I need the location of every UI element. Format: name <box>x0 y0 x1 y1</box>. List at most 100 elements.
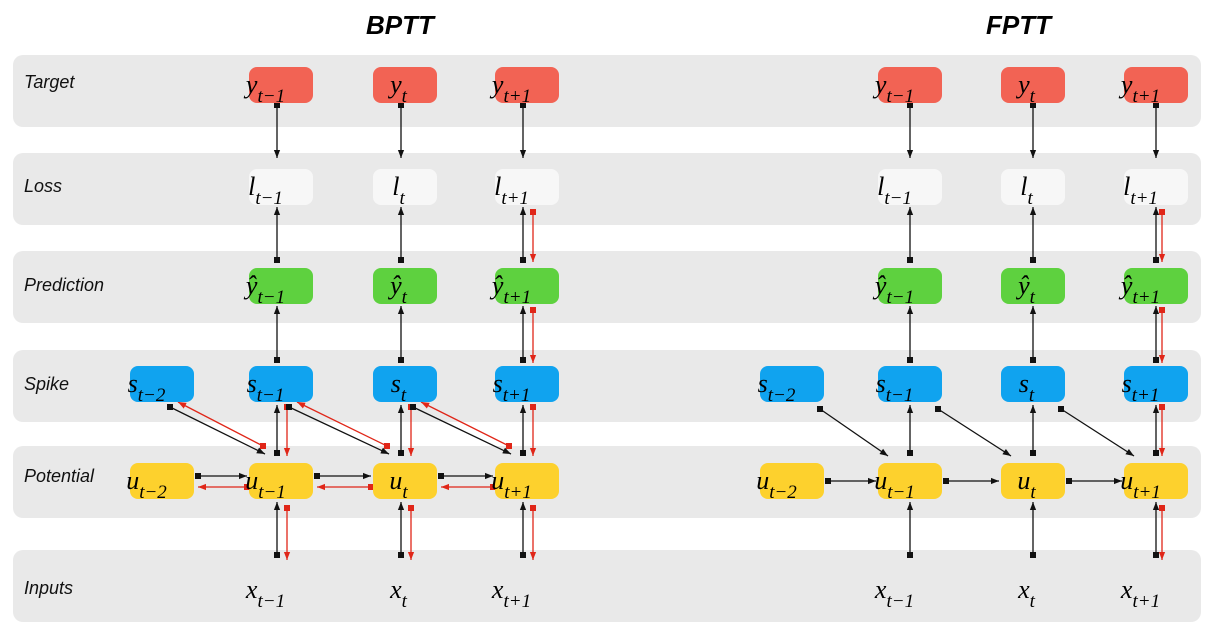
node-spike-fptt-1: st <box>1001 366 1065 406</box>
grad-pot-pot-bptt-1-origin <box>368 484 374 490</box>
node-potential-bptt-prev-box <box>130 463 194 499</box>
arrow-spike-pot-bptt-0 <box>169 406 266 455</box>
node-inputs-bptt-0: xt−1 <box>245 575 285 612</box>
node-loss-bptt-1-subscript: t <box>399 188 405 209</box>
node-target-bptt-2: yt+1 <box>489 67 559 107</box>
node-potential-bptt-2: ut+1 <box>491 463 559 503</box>
node-spike-bptt-1-box <box>373 366 437 402</box>
node-potential-fptt-0-subscript: t−1 <box>887 482 915 503</box>
row-label-target: Target <box>24 72 75 92</box>
node-spike-bptt-0: st−1 <box>247 366 313 406</box>
node-potential-bptt-1: ut <box>373 463 437 503</box>
node-potential-bptt-prev-subscript: t−2 <box>139 482 167 503</box>
node-loss-fptt-1-subscript: t <box>1027 188 1033 209</box>
grad-loss-pred-fptt-r0-origin <box>1159 209 1165 215</box>
grad-spike-spike-bptt-2-origin <box>506 443 512 449</box>
row-label-spike: Spike <box>24 374 70 394</box>
node-inputs-fptt-0: xt−1 <box>874 575 914 612</box>
arrow-pot-pot-bptt-2-origin <box>438 473 444 479</box>
node-prediction-fptt-1-box <box>1001 268 1065 304</box>
node-inputs-fptt-2-label: xt+1 <box>1120 575 1160 612</box>
node-prediction-bptt-0-label: ŷt−1 <box>243 271 285 308</box>
node-target-bptt-1: yt <box>373 67 437 107</box>
arrow-pred-loss-bptt-2-origin <box>520 257 526 263</box>
arrow-pot-spike-fptt-0-origin <box>907 450 913 456</box>
node-loss-fptt-2-box <box>1124 169 1188 205</box>
node-potential-fptt-prev: ut−2 <box>756 463 824 503</box>
node-prediction-bptt-0-box <box>249 268 313 304</box>
node-inputs-fptt-0-label: xt−1 <box>874 575 914 612</box>
node-spike-bptt-0-subscript: t−1 <box>257 385 285 406</box>
node-potential-fptt-2-subscript: t+1 <box>1133 482 1161 503</box>
node-inputs-fptt-1: xt <box>1017 575 1036 612</box>
node-spike-fptt-prev-box <box>760 366 824 402</box>
arrow-target-loss-bptt-1-origin <box>398 102 404 108</box>
arrow-pot-spike-bptt-2-origin <box>520 450 526 456</box>
arrow-spike-pred-bptt-1-origin <box>398 357 404 363</box>
node-loss-fptt-0-subscript: t−1 <box>884 188 912 209</box>
node-prediction-fptt-0: ŷt−1 <box>872 268 942 308</box>
node-spike-fptt-0: st−1 <box>876 366 942 406</box>
node-prediction-fptt-1: ŷt <box>1001 268 1065 308</box>
grad-pot-input-bptt-r2-origin <box>530 505 536 511</box>
node-spike-fptt-2-box <box>1124 366 1188 402</box>
node-target-bptt-1-box <box>373 67 437 103</box>
arrow-target-loss-fptt-2-origin <box>1153 102 1159 108</box>
node-spike-fptt-prev: st−2 <box>758 366 824 406</box>
arrow-target-loss-fptt-1-origin <box>1030 102 1036 108</box>
node-potential-bptt-2-box <box>495 463 559 499</box>
arrow-spike-pred-bptt-2-origin <box>520 357 526 363</box>
arrow-target-loss-fptt-0-origin <box>907 102 913 108</box>
arrow-pot-spike-fptt-1-origin <box>1030 450 1036 456</box>
node-spike-fptt-prev-subscript: t−2 <box>768 385 796 406</box>
grad-spike-spike-bptt-0-origin <box>260 443 266 449</box>
arrow-pot-spike-fptt-2-origin <box>1153 450 1159 456</box>
arrow-pot-spike-bptt-1-origin <box>398 450 404 456</box>
arrow-spike-pot-fptt-2 <box>1060 408 1135 457</box>
node-spike-bptt-prev-box <box>130 366 194 402</box>
node-target-fptt-2-subscript: t+1 <box>1132 86 1160 107</box>
arrow-spike-pot-bptt-2 <box>412 406 512 455</box>
node-inputs-bptt-2-label: xt+1 <box>491 575 531 612</box>
arrow-pot-pot-bptt-0-origin <box>195 473 201 479</box>
node-prediction-fptt-0-subscript: t−1 <box>886 287 914 308</box>
node-loss-fptt-0: lt−1 <box>877 169 942 209</box>
node-spike-fptt-1-box <box>1001 366 1065 402</box>
node-potential-fptt-prev-subscript: t−2 <box>769 482 797 503</box>
node-target-bptt-0-subscript: t−1 <box>257 86 285 107</box>
node-prediction-bptt-1-box <box>373 268 437 304</box>
node-loss-fptt-2: lt+1 <box>1123 169 1188 209</box>
arrow-pot-spike-bptt-0-origin <box>274 450 280 456</box>
node-prediction-bptt-1: ŷt <box>373 268 437 308</box>
node-loss-bptt-1: lt <box>373 169 437 209</box>
node-potential-fptt-1-box <box>1001 463 1065 499</box>
arrow-spike-pred-fptt-0-origin <box>907 357 913 363</box>
node-prediction-bptt-0-subscript: t−1 <box>257 287 285 308</box>
row-label-loss: Loss <box>24 176 63 196</box>
arrow-spike-pot-bptt-1 <box>288 406 390 455</box>
node-inputs-fptt-0-subscript: t−1 <box>886 591 914 612</box>
node-loss-fptt-0-box <box>878 169 942 205</box>
node-target-fptt-1: yt <box>1001 67 1065 107</box>
node-potential-fptt-0: ut−1 <box>874 463 942 503</box>
node-potential-fptt-0-label: ut−1 <box>874 466 915 503</box>
node-potential-bptt-1-subscript: t <box>402 482 408 503</box>
arrow-input-pot-fptt-2-origin <box>1153 552 1159 558</box>
arrow-pred-loss-bptt-1-origin <box>398 257 404 263</box>
node-potential-fptt-prev-box <box>760 463 824 499</box>
title-bptt: BPTT <box>366 10 434 40</box>
arrow-pot-pot-fptt-1-origin <box>943 478 949 484</box>
node-spike-bptt-2-box <box>495 366 559 402</box>
node-target-fptt-0: yt−1 <box>872 67 942 107</box>
node-potential-bptt-0-box <box>249 463 313 499</box>
arrow-pred-loss-bptt-0-origin <box>274 257 280 263</box>
node-prediction-fptt-0-box <box>878 268 942 304</box>
arrow-spike-pot-fptt-1-origin <box>935 406 941 412</box>
node-spike-bptt-1-subscript: t <box>401 385 407 406</box>
node-target-bptt-1-subscript: t <box>402 86 408 107</box>
node-loss-fptt-1: lt <box>1001 169 1065 209</box>
node-inputs-bptt-1: xt <box>389 575 408 612</box>
node-target-bptt-2-box <box>495 67 559 103</box>
node-inputs-fptt-2-subscript: t+1 <box>1132 591 1160 612</box>
